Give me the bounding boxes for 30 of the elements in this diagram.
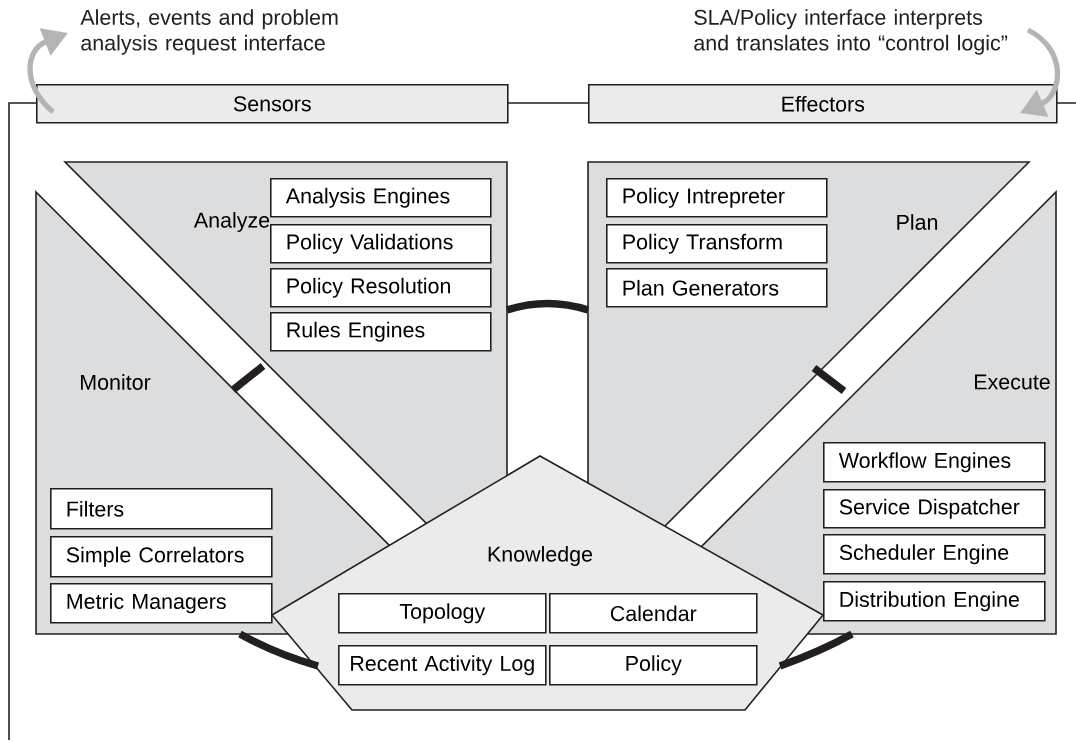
component-box: Calendar bbox=[549, 593, 758, 634]
sensor-bar: Sensors bbox=[36, 84, 509, 124]
connector-line bbox=[8, 102, 37, 741]
component-box: Policy Resolution bbox=[270, 268, 492, 308]
annotation-text: SLA/Policy interface interprets and translates into “control logic” bbox=[694, 9, 1008, 55]
annotation-text: Alerts, events and problem analysis request interface bbox=[80, 9, 338, 55]
link-bar bbox=[811, 365, 847, 394]
effector-bar: Effectors bbox=[588, 84, 1058, 124]
component-box: Filters bbox=[50, 488, 273, 530]
component-box: Scheduler Engine bbox=[823, 534, 1046, 575]
link-bar bbox=[238, 630, 320, 670]
component-box: Recent Activity Log bbox=[338, 645, 547, 686]
component-box: Rules Engines bbox=[270, 312, 492, 352]
connector-line bbox=[1055, 102, 1076, 104]
component-box: Policy Transform bbox=[606, 224, 828, 264]
component-box: Metric Managers bbox=[50, 583, 273, 624]
component-box: Policy Intrepreter bbox=[606, 178, 828, 218]
component-box: Workflow Engines bbox=[823, 442, 1046, 483]
component-box: Distribution Engine bbox=[823, 581, 1046, 622]
component-box: Service Dispatcher bbox=[823, 489, 1046, 529]
component-box: Policy Validations bbox=[270, 224, 492, 264]
component-box: Topology bbox=[338, 593, 547, 634]
connector-line bbox=[506, 102, 589, 104]
component-box: Plan Generators bbox=[606, 268, 828, 308]
component-box: Simple Correlators bbox=[50, 536, 273, 578]
link-bar bbox=[778, 630, 854, 670]
link-bar bbox=[505, 299, 590, 314]
component-box: Analysis Engines bbox=[270, 178, 492, 218]
link-bar bbox=[230, 363, 266, 393]
component-box: Policy bbox=[549, 645, 758, 686]
